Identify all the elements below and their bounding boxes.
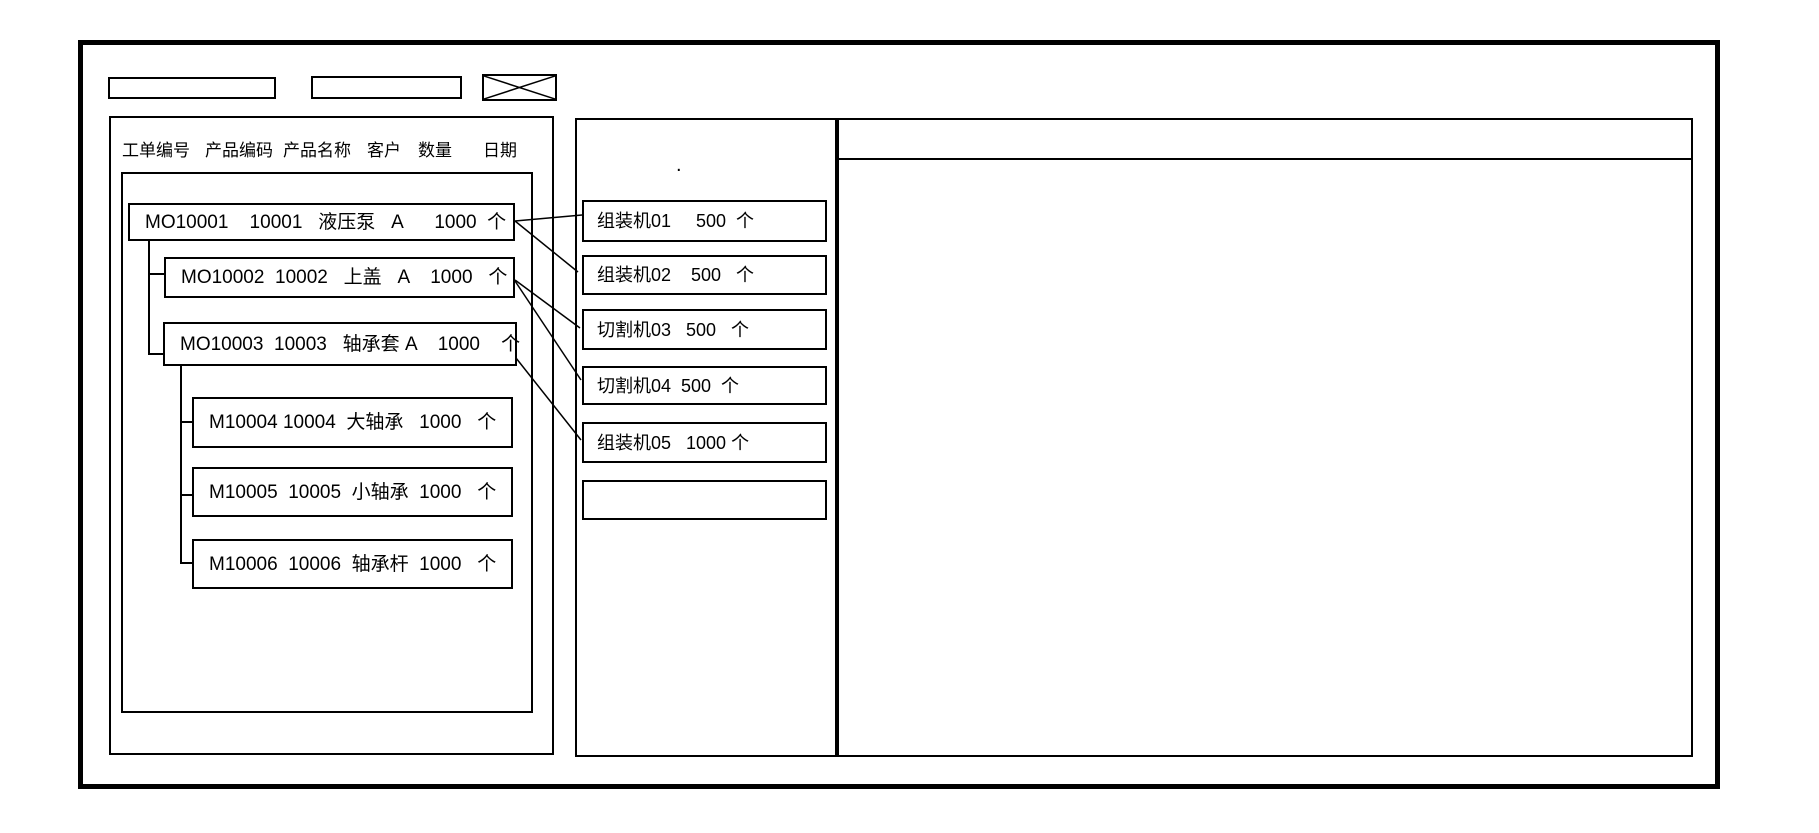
work-order-panel: 工单编号 产品编码 产品名称 客户 数量 日期 MO10001 10001 液压… (109, 116, 554, 755)
order-node-mo10003[interactable]: MO10003 10003 轴承套 A 1000 个 (163, 322, 520, 366)
detail-panel-header-divider (839, 158, 1691, 160)
machine-item-empty[interactable] (582, 480, 827, 520)
order-tree-container: MO10001 10001 液压泵 A 1000 个 MO10002 10002… (121, 172, 533, 713)
machine-panel: . 组装机01 500 个 组装机02 500 个 切割机03 500 个 切割… (575, 118, 837, 757)
order-node-mo10002[interactable]: MO10002 10002 上盖 A 1000 个 (164, 257, 515, 298)
column-header-product-code: 产品编码 (205, 141, 273, 160)
machine-item-05[interactable]: 组装机05 1000 个 (582, 422, 827, 463)
machine-item-04[interactable]: 切割机04 500 个 (582, 366, 827, 405)
machine-item-01[interactable]: 组装机01 500 个 (582, 200, 827, 242)
detail-panel (837, 118, 1693, 757)
column-header-order-no: 工单编号 (122, 141, 190, 160)
column-header-qty: 数量 (418, 141, 452, 160)
column-header-date: 日期 (483, 141, 517, 160)
order-node-mo10001[interactable]: MO10001 10001 液压泵 A 1000 个 (128, 203, 515, 241)
close-button[interactable] (482, 74, 557, 101)
machine-item-02[interactable]: 组装机02 500 个 (582, 255, 827, 295)
app-window: 工单编号 产品编码 产品名称 客户 数量 日期 MO10001 10001 液压… (78, 40, 1720, 789)
column-header-product-name: 产品名称 (283, 141, 351, 160)
toolbar-field-2[interactable] (311, 76, 462, 99)
close-x-icon (484, 76, 555, 99)
machine-item-03[interactable]: 切割机03 500 个 (582, 309, 827, 350)
order-node-m10005[interactable]: M10005 10005 小轴承 1000 个 (192, 467, 513, 517)
order-node-m10004[interactable]: M10004 10004 大轴承 1000 个 (192, 397, 513, 448)
column-header-customer: 客户 (367, 141, 401, 160)
order-node-m10006[interactable]: M10006 10006 轴承杆 1000 个 (192, 539, 513, 589)
toolbar-field-1[interactable] (108, 77, 276, 99)
machine-panel-dot: . (676, 154, 682, 176)
